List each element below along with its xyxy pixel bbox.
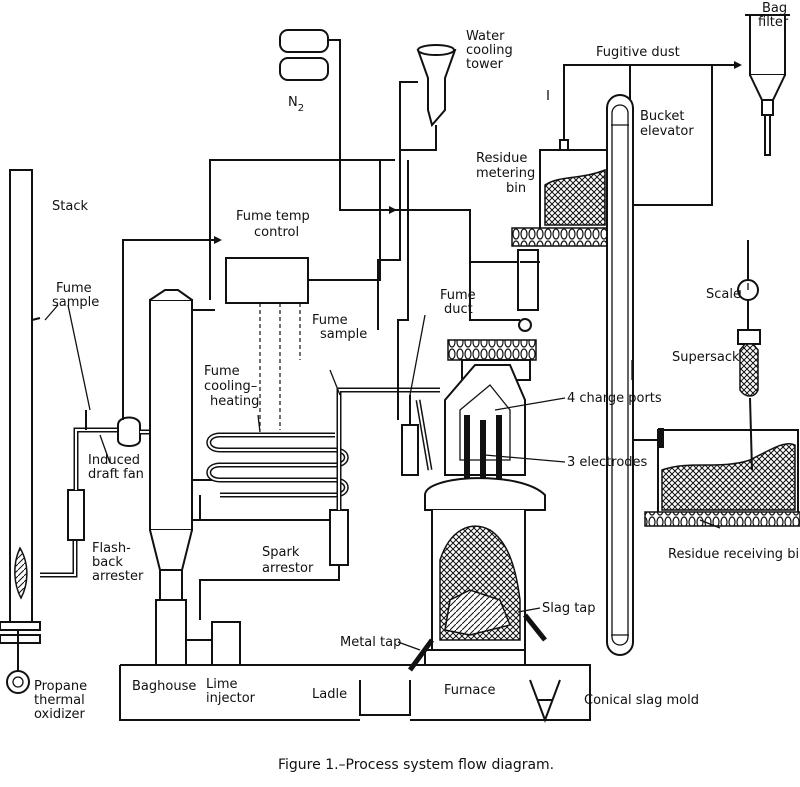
label-baghouse: Baghouse (132, 679, 196, 694)
ladle (359, 680, 411, 716)
baghouse (149, 289, 193, 666)
label-fugitive-dust: Fugitive dust (596, 45, 680, 60)
conical-slag-mold (529, 679, 561, 723)
scale-icon (737, 240, 759, 301)
label-propane-oxidizer: oxidizer (34, 707, 86, 722)
label-flashback-arrester: back (92, 555, 123, 570)
label-charge-ports: 4 charge ports (567, 391, 662, 406)
label-n2: N2 (288, 95, 304, 114)
spark-arrestor (199, 387, 440, 620)
label-electrodes: 3 electrodes (567, 455, 648, 470)
label-fume-duct: duct (444, 302, 473, 317)
label-residue-metering-bin: bin (506, 181, 526, 196)
label-flashback-arrester: Flash- (92, 541, 131, 556)
residue-metering-bin (511, 139, 611, 332)
supersack (737, 300, 761, 397)
label-fume-duct: Fume (440, 288, 476, 303)
bucket-elevator (606, 94, 634, 656)
residue-receiving-bin (644, 397, 800, 527)
label-metal-tap: Metal tap (340, 635, 401, 650)
electrode (480, 420, 486, 500)
stack (0, 169, 41, 644)
label-residue-metering-bin: Residue (476, 151, 527, 166)
label-ladle: Ladle (312, 687, 347, 702)
label-bag-filter: Bag (762, 1, 787, 16)
bag-filter (745, 14, 790, 156)
label-scale: Scale (706, 287, 741, 302)
figure-caption: Figure 1.–Process system flow diagram. (278, 757, 554, 773)
label-water-cooling-tower: cooling (466, 43, 513, 58)
label-lime-injector: Lime (206, 677, 238, 692)
electrode (496, 415, 502, 495)
flashback-arrester (67, 489, 85, 541)
label-flashback-arrester: arrester (92, 569, 144, 584)
label-water-cooling-tower: tower (466, 57, 504, 72)
fume-temp-control-box (225, 160, 381, 430)
electrode (464, 415, 470, 495)
label-fume-sample-mid: sample (320, 327, 367, 342)
label-bucket-elevator: Bucket (640, 109, 684, 124)
label-spark-arrestor: arrestor (262, 561, 314, 576)
label-fume-sample-left: sample (52, 295, 99, 310)
lime-injector (186, 621, 241, 666)
label-propane-oxidizer: thermal (34, 693, 85, 708)
label-furnace: Furnace (444, 683, 495, 698)
label-fume-sample-mid: Fume (312, 313, 348, 328)
label-spark-arrestor: Spark (262, 545, 300, 560)
propane-burner-flame-icon (6, 546, 30, 694)
label-fume-cooling-heating: Fume (204, 364, 240, 379)
label-stack: Stack (52, 199, 88, 214)
label-fume-cooling-heating: cooling– (204, 379, 257, 394)
label-bag-filter: filter (758, 15, 789, 30)
slag-tap-spout (523, 613, 547, 642)
label-conical-slag-mold: Conical slag mold (584, 693, 699, 708)
fume-cooling-heating-coil (199, 432, 349, 520)
label-supersack: Supersack (672, 350, 740, 365)
label-induced-draft-fan: draft fan (88, 467, 144, 482)
label-fume-cooling-heating: heating (210, 394, 259, 409)
n2-cylinders-icon (279, 29, 397, 214)
water-cooling-tower (377, 44, 457, 420)
label-propane-oxidizer: Propane (34, 679, 87, 694)
label-lime-injector: injector (206, 691, 256, 706)
fume-duct (401, 314, 433, 476)
label-residue-metering-bin: metering (476, 166, 535, 181)
label-bucket-elevator: elevator (640, 124, 694, 139)
furnace (424, 339, 546, 666)
label-residue-receiving-bin: Residue receiving bin (668, 547, 800, 562)
label-fume-temp-control: control (254, 225, 299, 240)
label-fume-temp-control: Fume temp (236, 209, 310, 224)
label-fume-sample-left: Fume (56, 281, 92, 296)
label-water-cooling-tower: Water (466, 29, 505, 44)
label-induced-draft-fan: Induced (88, 453, 140, 468)
label-slag-tap: Slag tap (542, 601, 596, 616)
